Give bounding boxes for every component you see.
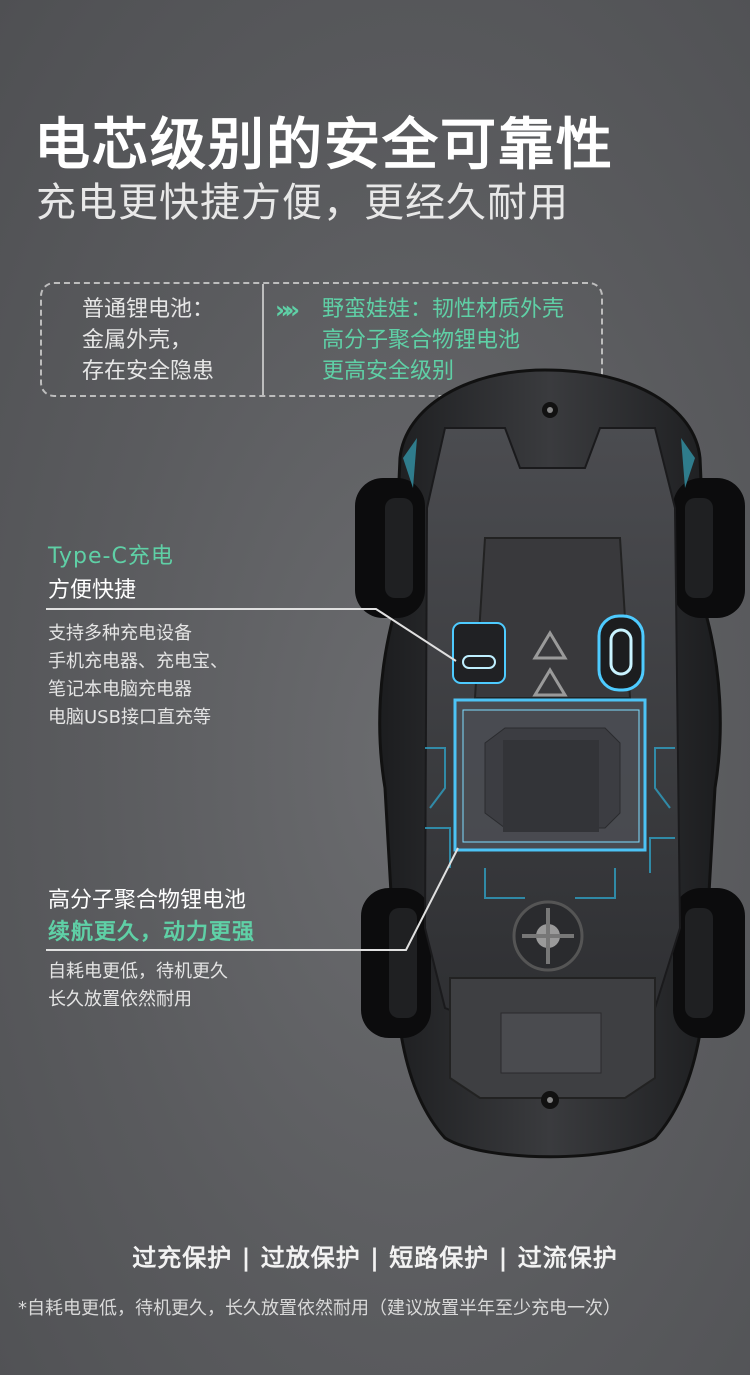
comparison-left-line: 金属外壳， [82, 328, 193, 353]
typec-description: 支持多种充电设备 手机充电器、充电宝、 笔记本电脑充电器 电脑USB接口直充等 [48, 620, 228, 732]
battery-subheading: 续航更久，动力更强 [48, 920, 256, 945]
battery-heading: 高分子聚合物锂电池 [48, 888, 247, 913]
typec-heading: Type-C充电 [48, 544, 174, 569]
comparison-right: 野蛮娃娃：韧性材质外壳 高分子聚合物锂电池 更高安全级别 [322, 294, 564, 387]
page-subtitle: 充电更快捷方便，更经久耐用 [36, 180, 569, 226]
page-title: 电芯级别的安全可靠性 [34, 113, 614, 178]
comparison-left: 普通锂电池： 金属外壳， 存在安全隐患 [82, 294, 214, 387]
battery-leader-line [46, 847, 459, 951]
comparison-left-line: 存在安全隐患 [82, 359, 215, 384]
battery-description: 自耗电更低，待机更久 长久放置依然耐用 [48, 958, 228, 1014]
battery-description-line: 长久放置依然耐用 [48, 989, 192, 1010]
battery-description-line: 自耗电更低，待机更久 [48, 961, 228, 982]
typec-description-line: 支持多种充电设备 [48, 623, 192, 644]
footnote: *自耗电更低，待机更久，长久放置依然耐用（建议放置半年至少充电一次） [18, 1298, 621, 1319]
comparison-left-line: 普通锂电池： [82, 297, 215, 322]
rc-car-chassis-illustration [355, 368, 745, 1159]
comparison-right-line: 更高安全级别 [322, 359, 455, 384]
typec-description-line: 手机充电器、充电宝、 [48, 651, 228, 672]
typec-description-line: 电脑USB接口直充等 [48, 707, 211, 728]
typec-leader-line [46, 608, 457, 662]
comparison-right-line: 高分子聚合物锂电池 [322, 328, 521, 353]
comparison-right-line: 野蛮娃娃：韧性材质外壳 [322, 297, 565, 322]
double-chevron-right-icon: »» [275, 296, 300, 324]
protection-features: 过充保护 | 过放保护 | 短路保护 | 过流保护 [132, 1244, 618, 1272]
typec-subheading: 方便快捷 [48, 578, 137, 603]
comparison-box: 普通锂电池： 金属外壳， 存在安全隐患 »» 野蛮娃娃：韧性材质外壳 高分子聚合… [40, 282, 603, 397]
comparison-divider [262, 284, 264, 395]
typec-description-line: 笔记本电脑充电器 [48, 679, 192, 700]
